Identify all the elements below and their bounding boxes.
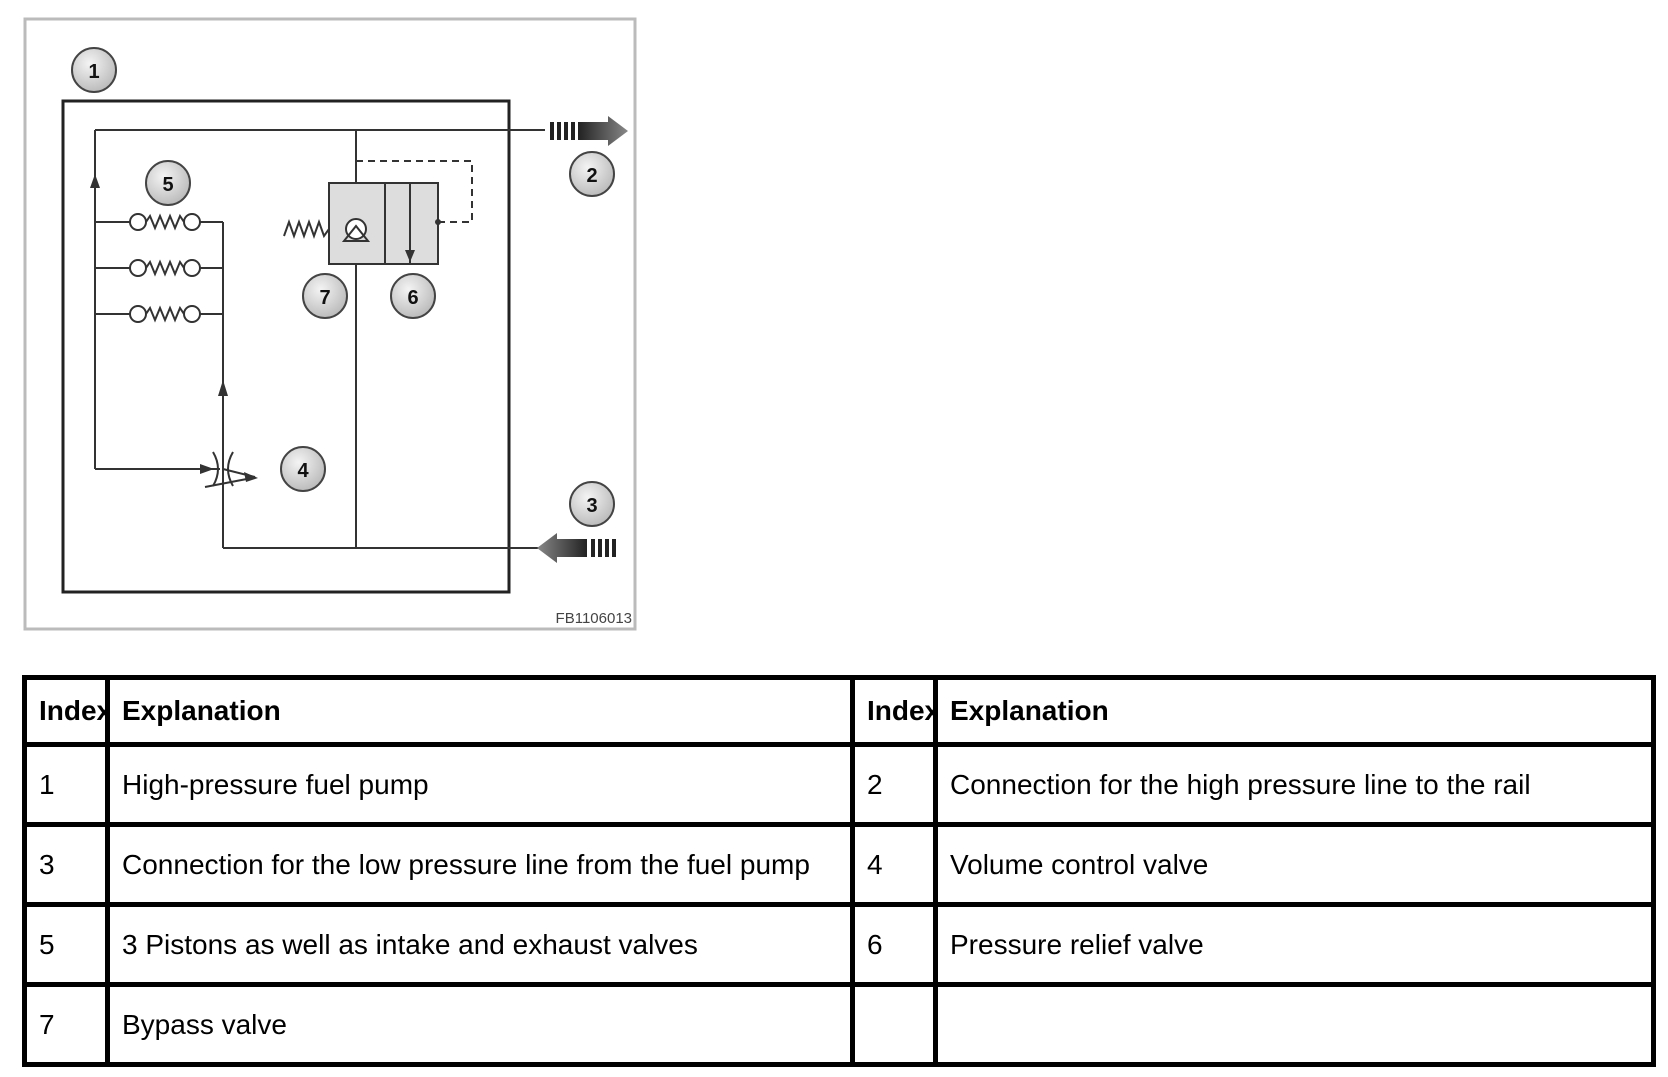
cell-explanation: Connection for the low pressure line fro… [105, 822, 855, 907]
table-row: 5 3 Pistons as well as intake and exhaus… [22, 902, 1656, 987]
cell-explanation: High-pressure fuel pump [105, 742, 855, 827]
header-explanation: Explanation [105, 675, 855, 747]
cell-explanation: Pressure relief valve [933, 902, 1656, 987]
cell-index: 2 [850, 742, 938, 827]
cell-explanation: Volume control valve [933, 822, 1656, 907]
callout-7: 7 [302, 273, 348, 319]
callout-label: 2 [586, 165, 597, 187]
table-row: 3 Connection for the low pressure line f… [22, 822, 1656, 907]
table-row: 7 Bypass valve [22, 982, 1656, 1067]
inlet-arrow [537, 533, 616, 563]
figure-id-label: FB1106013 [556, 610, 632, 627]
callout-3: 3 [569, 481, 615, 527]
callout-2: 2 [569, 151, 615, 197]
cell-explanation: 3 Pistons as well as intake and exhaust … [105, 902, 855, 987]
valve-block [283, 182, 441, 265]
callout-label: 7 [319, 287, 330, 309]
cell-index: 7 [22, 982, 110, 1067]
table-header-row: Index Explanation Index Explanation [22, 675, 1656, 747]
pump-housing [61, 99, 511, 594]
callout-5: 5 [145, 160, 191, 206]
callout-label: 4 [297, 460, 309, 482]
cell-explanation: Bypass valve [105, 982, 855, 1067]
cell-index: 1 [22, 742, 110, 827]
callout-label: 5 [162, 174, 173, 196]
header-explanation: Explanation [933, 675, 1656, 747]
cell-explanation: Connection for the high pressure line to… [933, 742, 1656, 827]
cell-index [850, 982, 938, 1067]
figure-frame [23, 17, 637, 631]
table-row: 1 High-pressure fuel pump 2 Connection f… [22, 742, 1656, 827]
header-index: Index [850, 675, 938, 747]
callout-6: 6 [390, 273, 436, 319]
bypass-valve-ball [345, 218, 367, 240]
cell-explanation [933, 982, 1656, 1067]
cell-index: 5 [22, 902, 110, 987]
cell-index: 4 [850, 822, 938, 907]
callout-label: 6 [407, 287, 418, 309]
piston-intake-exhaust-valves [129, 213, 201, 323]
outlet-arrow [550, 116, 628, 146]
cell-index: 6 [850, 902, 938, 987]
fuel-pump-schematic: 1 2 3 4 5 6 7 FB1106013 [23, 17, 637, 631]
cell-index: 3 [22, 822, 110, 907]
callout-label: 1 [88, 61, 99, 83]
bypass-spring [283, 219, 330, 239]
callout-1: 1 [71, 47, 117, 93]
callout-label: 3 [586, 495, 597, 517]
legend-table: Index Explanation Index Explanation 1 Hi… [22, 675, 1656, 1067]
callout-4: 4 [280, 446, 326, 492]
header-index: Index [22, 675, 110, 747]
